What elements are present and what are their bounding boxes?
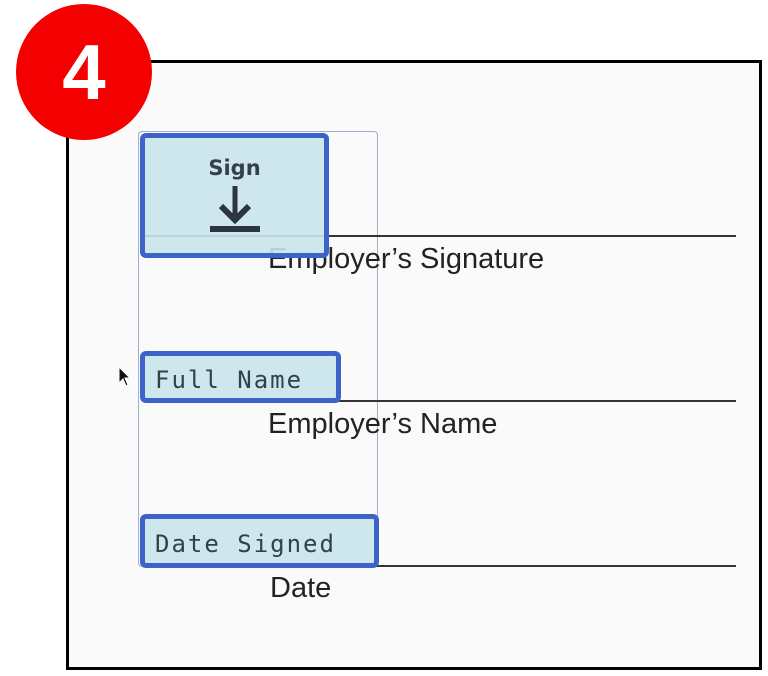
date-signed-field[interactable]: Date Signed xyxy=(140,514,379,568)
name-line xyxy=(330,400,736,402)
mouse-cursor-icon xyxy=(118,366,132,387)
date-label: Date xyxy=(270,572,332,604)
sign-field[interactable]: Sign xyxy=(140,133,329,258)
download-arrow-icon xyxy=(209,186,260,232)
signature-line xyxy=(140,235,736,237)
step-badge: 4 xyxy=(16,4,152,140)
name-label: Employer’s Name xyxy=(268,408,498,440)
full-name-field[interactable]: Full Name xyxy=(140,351,341,403)
sign-field-label: Sign xyxy=(208,156,261,180)
date-line xyxy=(375,565,736,567)
